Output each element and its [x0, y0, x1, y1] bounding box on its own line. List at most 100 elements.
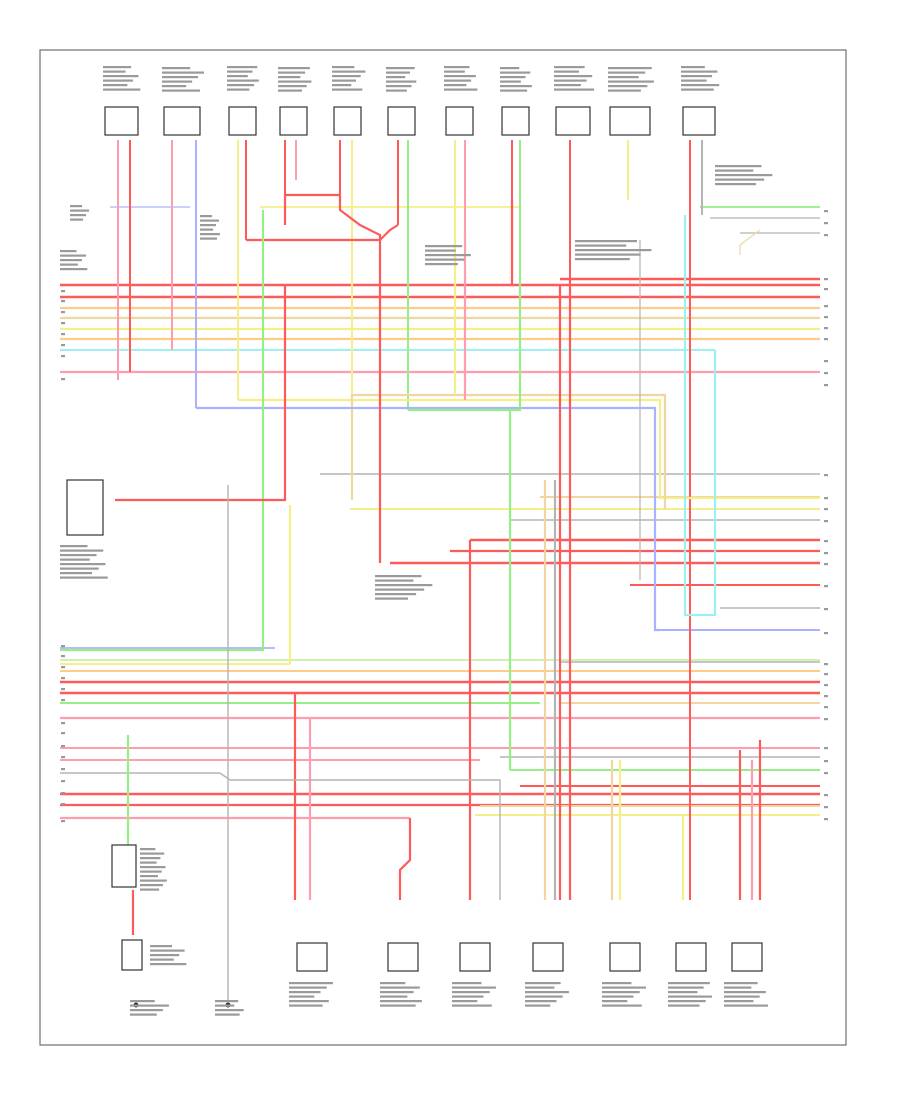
top-sensor-3-caption-line-4	[681, 79, 707, 82]
bottom-component-5-box	[609, 942, 641, 972]
switch-label-line-6	[140, 870, 162, 873]
top-sensor-2-caption-line-4	[162, 80, 193, 83]
bottom-component-5-caption-line-6	[602, 1004, 642, 1007]
left-pin-bottom-8	[61, 732, 65, 735]
top-sensor-2-caption-line-2	[162, 71, 205, 74]
left-pin-bottom-12	[61, 780, 65, 783]
right-pin-11	[824, 372, 828, 375]
fuel-injector-4-caption-line-6	[386, 89, 407, 92]
bottom-component-4-caption-line-3	[525, 991, 569, 994]
fuel-injector-6-caption-line-2	[500, 71, 531, 74]
wire-red-73	[115, 285, 287, 502]
bottom-component-4-caption-line-4	[525, 995, 563, 998]
switch-label-line-10	[140, 888, 160, 891]
left-pin-bottom-4	[61, 677, 65, 680]
top-sensor-2-box	[163, 106, 201, 136]
bottom-component-2-caption-line-2	[380, 986, 420, 989]
right-pin-26	[824, 695, 828, 698]
bottom-component-7-box	[731, 942, 763, 972]
module-label-line-7	[60, 572, 92, 575]
left-pin-bottom-10	[61, 756, 65, 759]
splice-label-1-line-5	[200, 233, 221, 236]
left-pin-top-4	[61, 322, 65, 325]
left-pin-bottom-7	[61, 722, 65, 725]
module-label-line-4	[60, 558, 90, 561]
top-sensor-1-caption-line-6	[103, 88, 141, 91]
wire-green-71	[408, 290, 522, 412]
bottom-component-2-caption-line-3	[380, 991, 414, 994]
switch-label-line-8	[140, 879, 167, 882]
fuse-label-line-1	[60, 250, 77, 253]
left-pin-top-8	[61, 378, 65, 381]
ground-label-1-line-2	[130, 1004, 169, 1007]
bottom-component-7-caption-line-3	[724, 991, 766, 994]
bottom-component-4-box	[532, 942, 564, 972]
top-sensor-1-caption-line-4	[103, 79, 133, 82]
bottom-component-2-caption-line-1	[380, 982, 406, 985]
splice-label-2-line-4	[425, 258, 465, 261]
right-pin-14	[824, 497, 828, 500]
fuel-injector-6-caption-line-1	[500, 67, 520, 70]
switch-label-line-7	[140, 875, 158, 878]
wire-lightblue-70	[196, 406, 660, 632]
splice-label-5-line-3	[375, 584, 433, 587]
hot-label-line-2	[70, 209, 90, 212]
bottom-component-4-caption-line-2	[525, 986, 555, 989]
right-pin-17	[824, 540, 828, 543]
splice-label-5-line-2	[375, 579, 414, 582]
fuel-injector-1-caption-line-6	[227, 88, 250, 91]
right-pin-10	[824, 360, 828, 363]
ground-label-2-line-1	[215, 1000, 239, 1003]
left-lamp-box	[121, 939, 143, 971]
bottom-component-1-caption-line-4	[289, 995, 315, 998]
ground-label-1-line-3	[130, 1009, 163, 1012]
right-pin-13	[824, 474, 828, 477]
splice-label-1-line-1	[200, 215, 213, 218]
right-pin-27	[824, 706, 828, 709]
splice-label-2-line-5	[425, 263, 458, 266]
right-pin-24	[824, 673, 828, 676]
fuse-label-line-2	[60, 254, 86, 257]
left-pin-bottom-13	[61, 792, 65, 795]
bottom-component-7-caption-line-1	[724, 982, 758, 985]
splice-label-1-line-6	[200, 237, 218, 240]
hot-label-line-3	[70, 214, 87, 217]
fuel-injector-5-box	[445, 106, 474, 136]
top-switch-2-caption-line-1	[608, 67, 652, 70]
left-pin-bottom-15	[61, 820, 65, 823]
splice-label-2-line-2	[425, 249, 456, 252]
top-switch-1-box	[555, 106, 591, 136]
right-pin-30	[824, 760, 828, 763]
right-pin-29	[824, 747, 828, 750]
top-sensor-1-caption-line-2	[103, 70, 126, 73]
fuel-injector-2-caption-line-3	[278, 76, 301, 79]
fuel-injector-3-caption-line-5	[332, 84, 352, 87]
top-switch-1-caption-line-3	[554, 75, 593, 78]
right-pin-21	[824, 608, 828, 611]
right-pin-19	[824, 563, 828, 566]
bottom-component-2-caption-line-6	[380, 1004, 416, 1007]
right-pin-25	[824, 684, 828, 687]
bottom-component-6-caption-line-6	[668, 1004, 700, 1007]
top-sensor-3-caption-line-2	[681, 70, 718, 73]
lamp-label-line-4	[150, 958, 174, 961]
hot-label-line-4	[70, 218, 84, 221]
left-pin-bottom-14	[61, 803, 65, 806]
top-sensor-3-caption-line-3	[681, 75, 712, 78]
module-label-line-8	[60, 576, 108, 579]
fuel-injector-3-box	[333, 106, 362, 136]
bottom-component-2-caption-line-4	[380, 995, 408, 998]
ground-label-2-line-3	[215, 1009, 244, 1012]
bottom-component-3-caption-line-2	[452, 986, 496, 989]
wire-red-87	[398, 818, 412, 900]
top-sensor-2-caption-line-3	[162, 76, 199, 79]
bottom-component-3-box	[459, 942, 491, 972]
switch-label-line-4	[140, 861, 157, 864]
fuel-injector-4-caption-line-2	[386, 71, 410, 74]
top-switch-1-caption-line-4	[554, 79, 587, 82]
right-pin-8	[824, 327, 828, 330]
right-pin-1	[824, 210, 828, 213]
right-pin-6	[824, 305, 828, 308]
fuel-injector-1-caption-line-3	[227, 75, 248, 78]
splice-label-5-line-6	[375, 597, 408, 600]
